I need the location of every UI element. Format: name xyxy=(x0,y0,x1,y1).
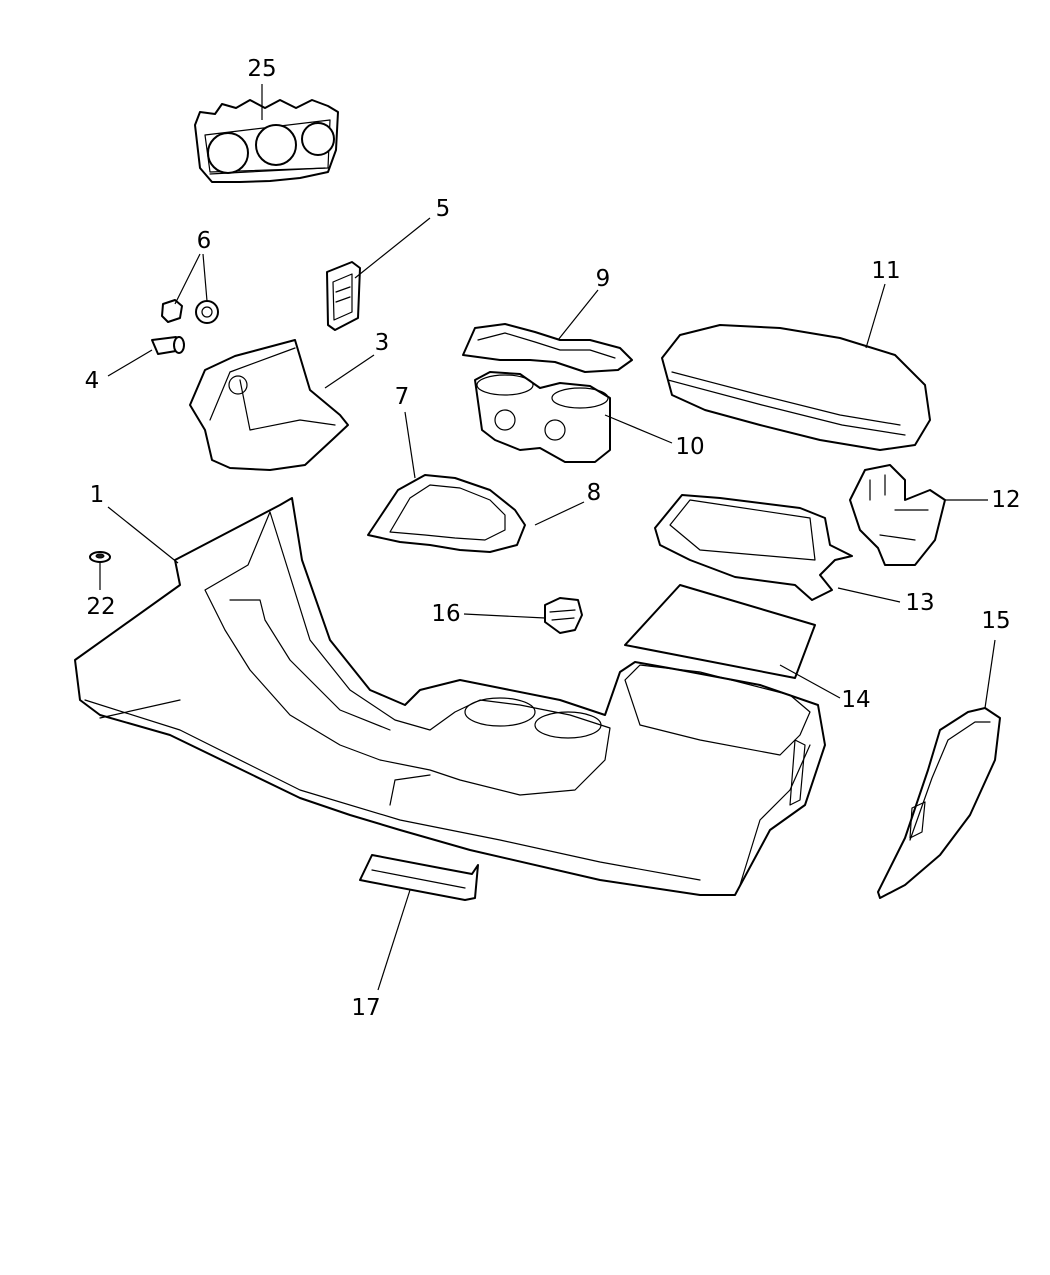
leader-4 xyxy=(107,349,153,377)
leader-6b xyxy=(202,253,208,302)
callout-16: 16 xyxy=(431,601,460,627)
part-14-mat xyxy=(624,584,816,679)
callout-6: 6 xyxy=(197,228,212,254)
part-1-console xyxy=(74,497,826,896)
leader-14 xyxy=(779,664,841,699)
callout-10: 10 xyxy=(675,434,704,460)
callout-8: 8 xyxy=(587,480,602,506)
part-6-knobs xyxy=(161,299,219,324)
leader-17 xyxy=(377,889,411,991)
part-4-plug xyxy=(151,336,185,355)
part-12-bracket xyxy=(849,464,946,566)
leader-15 xyxy=(984,639,996,709)
callout-9: 9 xyxy=(596,266,611,292)
callout-3: 3 xyxy=(375,330,390,356)
leader-13 xyxy=(837,587,901,603)
callout-1: 1 xyxy=(90,482,105,508)
leader-5 xyxy=(354,217,431,279)
callout-13: 13 xyxy=(905,590,934,616)
callout-14: 14 xyxy=(841,687,870,713)
callout-17: 17 xyxy=(351,995,380,1021)
part-9-cupholder-trim xyxy=(462,323,633,373)
callout-11: 11 xyxy=(871,258,900,284)
part-3-shifter-bezel xyxy=(189,339,349,471)
callout-25: 25 xyxy=(247,56,276,82)
part-13-storage-bin xyxy=(654,494,853,601)
callout-12: 12 xyxy=(991,487,1020,513)
callout-4: 4 xyxy=(85,368,100,394)
part-22-clip xyxy=(89,551,111,563)
leader-16 xyxy=(463,613,546,619)
callout-15: 15 xyxy=(981,608,1010,634)
leader-9 xyxy=(557,289,599,341)
part-17-trim-strip xyxy=(359,854,479,901)
callout-5: 5 xyxy=(436,196,451,222)
part-15-end-cap xyxy=(877,707,1001,899)
part-5-switch-bezel xyxy=(326,261,361,331)
part-10-cupholder-insert xyxy=(474,371,611,463)
callout-labels: 25 5 6 4 3 9 11 10 7 1 8 12 22 13 16 15 … xyxy=(85,56,1021,1021)
part-7-shifter-trim xyxy=(367,474,526,553)
callout-7: 7 xyxy=(395,384,410,410)
leader-7 xyxy=(404,411,416,479)
part-25-control-bezel xyxy=(194,99,339,183)
part-16-switch xyxy=(544,597,583,634)
leader-11 xyxy=(865,283,886,349)
part-11-armrest-lid xyxy=(661,324,931,451)
leader-10 xyxy=(604,414,673,444)
leader-lines xyxy=(99,84,996,991)
leader-3 xyxy=(324,354,375,389)
callout-22: 22 xyxy=(86,594,115,620)
leader-8 xyxy=(534,501,585,526)
leader-1 xyxy=(107,506,179,564)
leader-6a xyxy=(174,253,201,305)
